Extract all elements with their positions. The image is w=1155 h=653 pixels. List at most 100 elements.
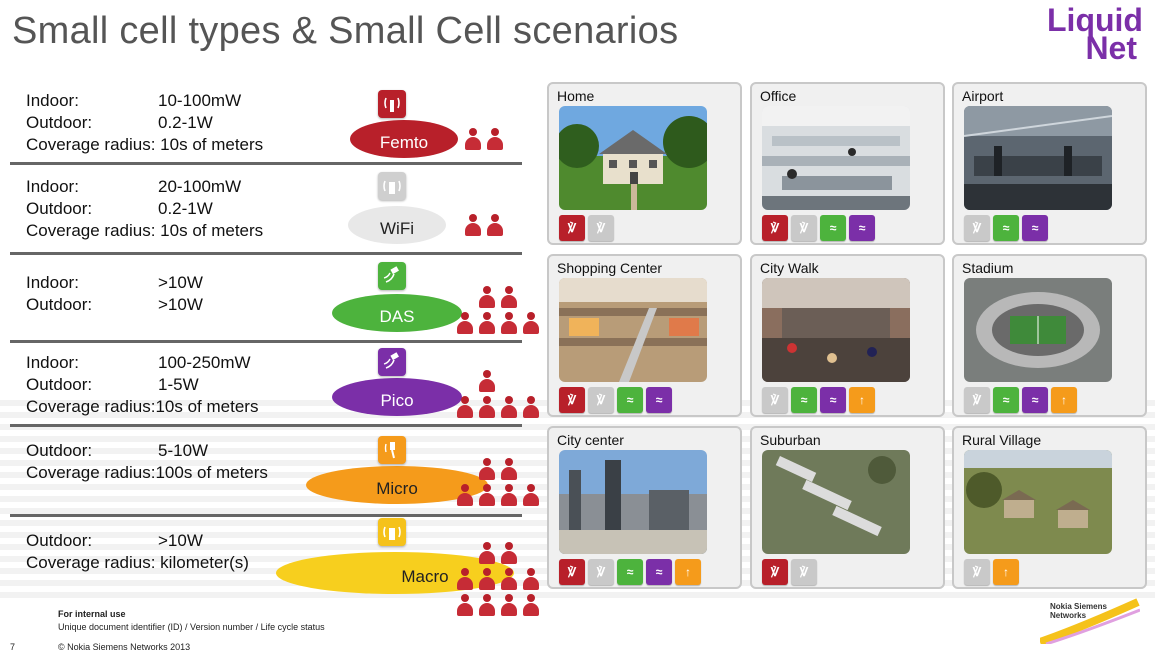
scenario-icons: ℣ ℣ ≈ ≈	[762, 215, 875, 241]
person-icon	[500, 312, 518, 334]
scenario-grid: Home ℣ ℣ Office ℣ ℣ ≈ ≈ Airport ℣ ≈ ≈	[547, 82, 1147, 592]
scenario-card-office: Office ℣ ℣ ≈ ≈	[750, 82, 945, 245]
person-icon	[456, 312, 474, 334]
nsn-line2: Networks	[1050, 611, 1087, 620]
scenario-label: Shopping Center	[557, 260, 663, 276]
femto-icon: ℣	[559, 387, 585, 413]
home-photo	[559, 106, 707, 210]
wifi-people	[464, 214, 514, 236]
person-icon	[522, 568, 540, 590]
nokia-siemens-logo: Nokia Siemens Networks	[1040, 598, 1140, 644]
scenario-card-city-center: City center ℣ ℣ ≈ ≈ ↑	[547, 426, 742, 589]
spec-key: Indoor:	[26, 91, 79, 110]
spec-key: Outdoor:	[26, 441, 93, 460]
das-icon: ≈	[617, 387, 643, 413]
das-icon: ≈	[617, 559, 643, 585]
person-icon	[478, 458, 496, 480]
footer: For internal use Unique document identif…	[58, 608, 325, 634]
row-divider	[10, 162, 522, 165]
person-icon	[500, 484, 518, 506]
macro-label: Macro	[401, 567, 449, 586]
person-icon	[478, 370, 496, 392]
person-icon	[464, 214, 482, 236]
office-photo	[762, 106, 910, 210]
suburban-photo	[762, 450, 910, 554]
wifi-icon: ℣	[791, 559, 817, 585]
person-icon	[478, 542, 496, 564]
pico-label: Pico	[380, 391, 414, 410]
person-icon	[486, 128, 504, 150]
shopping-center-photo	[559, 278, 707, 382]
copyright: © Nokia Siemens Networks 2013	[58, 642, 191, 652]
pico-icon: ≈	[849, 215, 875, 241]
das-specs: Indoor:>10W Outdoor:>10W	[26, 272, 203, 316]
scenario-icons: ℣ ≈ ≈ ↑	[964, 387, 1077, 413]
macro-pill: Macro	[276, 552, 514, 594]
scenario-label: City center	[557, 432, 624, 448]
spec-value: 1-5W	[158, 375, 199, 394]
person-icon	[456, 484, 474, 506]
femto-label: Femto	[379, 133, 429, 152]
femto-specs: Indoor:10-100mW Outdoor:0.2-1W Coverage …	[26, 90, 263, 156]
das-icon: ≈	[791, 387, 817, 413]
person-icon	[456, 594, 474, 616]
scenario-icons: ℣ ℣ ≈ ≈ ↑	[559, 559, 701, 585]
row-divider	[10, 514, 522, 517]
wifi-icon: ℣	[964, 215, 990, 241]
pico-icon: ≈	[1022, 387, 1048, 413]
pico-icon: ≈	[646, 559, 672, 585]
micro-specs: Outdoor:5-10W Coverage radius:100s of me…	[26, 440, 268, 484]
spec-key: Indoor:	[26, 177, 79, 196]
scenario-label: Rural Village	[962, 432, 1042, 448]
spec-value: >10W	[158, 531, 203, 550]
wifi-icon: ℣	[588, 215, 614, 241]
scenario-label: Suburban	[760, 432, 821, 448]
wifi-specs: Indoor:20-100mW Outdoor:0.2-1W Coverage …	[26, 176, 263, 242]
scenario-label: Airport	[962, 88, 1004, 104]
wifi-pill: WiFi	[348, 206, 446, 244]
macro-specs: Outdoor:>10W Coverage radius: kilometer(…	[26, 530, 249, 574]
nsn-logo-text: Nokia Siemens Networks	[1050, 602, 1107, 620]
spec-key: Outdoor:	[26, 295, 93, 314]
person-icon	[478, 568, 496, 590]
femto-icon: ℣	[559, 559, 585, 585]
spec-key: Indoor:	[26, 353, 79, 372]
micro-icon: ↑	[675, 559, 701, 585]
footer-document-id: Unique document identifier (ID) / Versio…	[58, 622, 325, 632]
scenario-label: Stadium	[962, 260, 1014, 276]
scenario-card-city-walk: City Walk ℣ ≈ ≈ ↑	[750, 254, 945, 417]
logo-line1: Liquid	[1047, 2, 1143, 38]
person-icon	[478, 594, 496, 616]
person-icon	[500, 568, 518, 590]
pico-specs: Indoor:100-250mW Outdoor:1-5W Coverage r…	[26, 352, 258, 418]
macro-antenna-icon	[378, 518, 406, 546]
das-icon: ≈	[993, 215, 1019, 241]
spec-value: 100-250mW	[158, 353, 251, 372]
micro-antenna-icon	[378, 436, 406, 464]
das-pill: DAS	[332, 294, 462, 332]
antenna-icon	[378, 90, 406, 118]
scenario-icons: ℣ ℣	[559, 215, 614, 241]
macro-people	[456, 542, 546, 616]
scenario-icons: ℣ ≈ ≈	[964, 215, 1048, 241]
person-icon	[464, 128, 482, 150]
stadium-photo	[964, 278, 1112, 382]
wifi-icon: ℣	[588, 559, 614, 585]
person-icon	[522, 484, 540, 506]
scenario-card-airport: Airport ℣ ≈ ≈	[952, 82, 1147, 245]
person-icon	[522, 594, 540, 616]
scenario-icons: ℣ ↑	[964, 559, 1019, 585]
person-icon	[500, 286, 518, 308]
coverage-text: Coverage radius: kilometer(s)	[26, 553, 249, 572]
pico-antenna-icon	[378, 348, 406, 376]
femto-icon: ℣	[559, 215, 585, 241]
wifi-icon: ℣	[964, 387, 990, 413]
spec-key: Outdoor:	[26, 113, 93, 132]
person-icon	[522, 396, 540, 418]
femto-icon: ℣	[762, 215, 788, 241]
scenario-icons: ℣ ℣	[762, 559, 817, 585]
spec-value: 0.2-1W	[158, 113, 213, 132]
wifi-router-icon	[378, 172, 406, 200]
scenario-card-rural-village: Rural Village ℣ ↑	[952, 426, 1147, 589]
liquidnet-logo: Liquid Net	[1047, 2, 1143, 64]
